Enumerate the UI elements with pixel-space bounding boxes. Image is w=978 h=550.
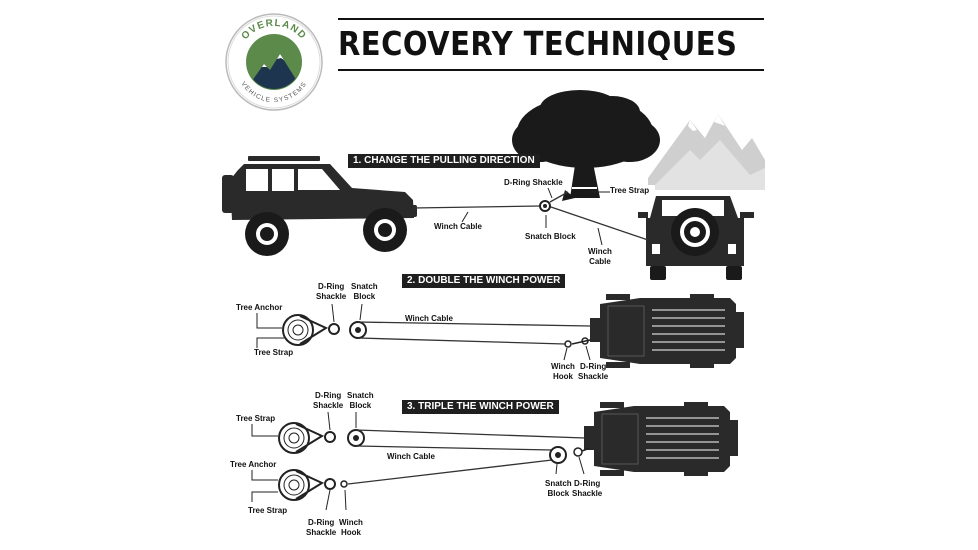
jeep-top-view-3 (584, 402, 738, 476)
step2-badge: 2. DOUBLE THE WINCH POWER (402, 274, 566, 288)
jeep-rear-view (638, 196, 754, 280)
section2-rigging (282, 314, 591, 348)
label-line: D-Ring (318, 282, 345, 291)
section1-cables (412, 191, 649, 241)
mountains-illustration (648, 114, 765, 190)
label-tree-anchor: Tree Anchor (236, 303, 283, 312)
label-line: Shackle (578, 372, 609, 381)
label-line: Snatch (347, 391, 374, 400)
section2-label-arrows (256, 303, 591, 361)
label-snatch-block: Snatch Block (351, 282, 378, 302)
jeep-side-view (222, 156, 417, 256)
step3-badge: 3. TRIPLE THE WINCH POWER (402, 400, 559, 414)
label-tree-strap-top: Tree Strap (236, 414, 276, 423)
label-line: Winch (551, 362, 575, 371)
label-d-ring-shackle: D-Ring Shackle (316, 282, 346, 302)
label-d-ring-shackle: D-Ring Shackle (313, 391, 343, 411)
section1-snatch-block (539, 200, 551, 212)
label-line: Shackle (313, 401, 344, 410)
label-tree-strap: Tree Strap (254, 348, 294, 357)
label-line: Winch (588, 247, 612, 256)
label-snatch-block-right: Snatch Block (545, 479, 572, 499)
label-line: D-Ring (308, 518, 335, 527)
label-d-ring-shackle-2: D-Ring Shackle (578, 362, 608, 382)
label-winch-hook: Winch Hook (551, 362, 575, 382)
label-line: D-Ring (580, 362, 607, 371)
jeep-top-view-2 (590, 294, 744, 368)
overland-logo-icon: OVERLAND VEHICLE SYSTEMS (225, 13, 323, 111)
label-line: Hook (552, 372, 573, 381)
label-line: Snatch (545, 479, 572, 488)
label-winch-cable: Winch Cable (387, 452, 435, 461)
section3-label-arrows (251, 411, 585, 511)
label-line: Shackle (316, 292, 347, 301)
tree-illustration (512, 90, 660, 201)
label-d-ring-shackle-right: D-Ring Shackle (572, 479, 602, 499)
label-winch-cable: Winch Cable (405, 314, 453, 323)
section3-rigging (278, 422, 591, 501)
label-tree-strap: Tree Strap (610, 186, 650, 195)
label-line: D-Ring (574, 479, 601, 488)
label-line: Block (349, 401, 372, 410)
label-tree-strap-bottom: Tree Strap (248, 506, 288, 515)
label-line: Winch (339, 518, 363, 527)
brand-logo: OVERLAND VEHICLE SYSTEMS (224, 12, 324, 112)
step1-badge: 1. CHANGE THE PULLING DIRECTION (348, 154, 540, 168)
label-snatch-block: Snatch Block (347, 391, 374, 411)
section1-label-arrows (461, 187, 610, 246)
label-line: D-Ring (315, 391, 342, 400)
title-rule-bottom (338, 69, 764, 71)
label-tree-anchor: Tree Anchor (230, 460, 277, 469)
label-snatch-block: Snatch Block (525, 232, 576, 241)
label-winch-cable: Winch Cable (434, 222, 482, 231)
label-line: Snatch (351, 282, 378, 291)
label-winch-hook: Winch Hook (339, 518, 363, 538)
label-line: Hook (340, 528, 361, 537)
label-line: Block (353, 292, 376, 301)
label-line: Shackle (572, 489, 603, 498)
label-line: Shackle (306, 528, 337, 537)
label-d-ring-shackle: D-Ring Shackle (504, 178, 563, 187)
label-line: Cable (589, 257, 611, 266)
label-d-ring-shackle-bottom: D-Ring Shackle (306, 518, 336, 538)
page-title: RECOVERY TECHNIQUES (338, 24, 738, 63)
label-winch-cable-2: Winch Cable (588, 247, 612, 267)
label-line: Block (547, 489, 570, 498)
title-rule-top (338, 18, 764, 20)
